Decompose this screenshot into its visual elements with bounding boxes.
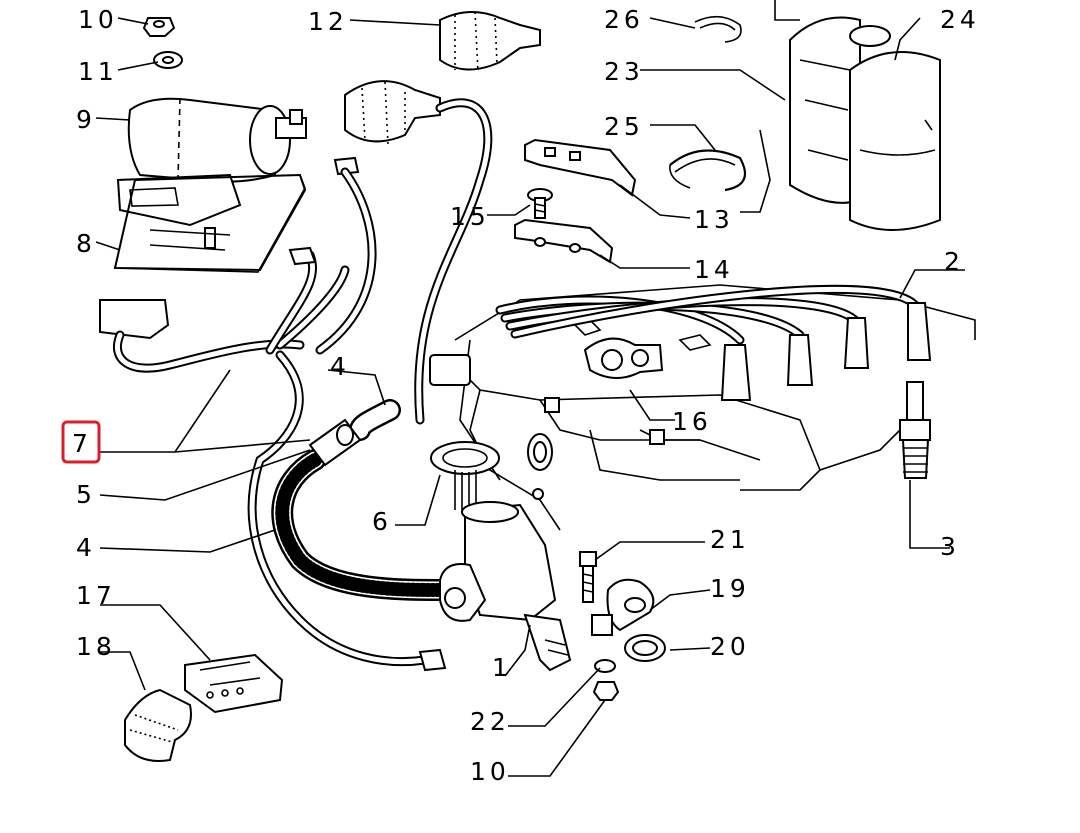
callout-24: 24: [940, 5, 980, 34]
nut-10b: [592, 681, 620, 701]
callout-4a: 4: [330, 352, 350, 381]
screw-15: [527, 188, 553, 219]
callout-10b: 10: [470, 757, 510, 786]
bracket-14: [514, 218, 614, 264]
engine-valve-cover: [454, 284, 976, 531]
callout-23: 23: [604, 57, 644, 86]
mounting-plate: [113, 173, 307, 273]
callout-6: 6: [372, 507, 392, 536]
callout-7: 7: [72, 429, 92, 458]
callout-10a: 10: [78, 5, 118, 34]
callout-20: 20: [710, 632, 750, 661]
rubber-boot-12: [439, 10, 541, 73]
callout-5: 5: [76, 480, 96, 509]
spark-plug: [899, 381, 931, 479]
seal-ring-20: [624, 634, 666, 662]
spring-clip-25: [669, 149, 747, 192]
clamp-19: [591, 578, 655, 636]
leader-lines: [95, 0, 965, 777]
callout-9: 9: [76, 105, 96, 134]
callout-7-highlight: [61, 420, 101, 464]
callout-1: 1: [492, 653, 512, 682]
vacuum-hose-4: [271, 399, 451, 601]
callout-2: 2: [944, 247, 964, 276]
grommet-6: [430, 441, 500, 512]
callout-3: 3: [940, 532, 960, 561]
callout-15: 15: [450, 202, 490, 231]
hose-fitting-5: [308, 418, 362, 467]
bolt-21: [579, 551, 597, 603]
callout-12: 12: [308, 7, 348, 36]
callout-labels: 10 11 9 8 12 26 24 23 25 13 15 14 2 16 3…: [61, 5, 980, 786]
rubber-boot-12b: [344, 80, 493, 425]
spring-clip-26: [694, 15, 742, 43]
callout-4b: 4: [76, 533, 96, 562]
callout-17: 17: [76, 581, 116, 610]
callout-11: 11: [78, 57, 118, 86]
distributor: [429, 354, 572, 672]
callout-18: 18: [76, 632, 116, 661]
callout-13: 13: [694, 205, 734, 234]
callout-21: 21: [710, 525, 750, 554]
nut-10: [142, 17, 176, 37]
ht-lead-set: [495, 284, 932, 401]
callout-19: 19: [710, 574, 750, 603]
callout-25: 25: [604, 112, 644, 141]
lead-clip: [583, 337, 664, 379]
callout-16: 16: [672, 407, 712, 436]
callout-8: 8: [76, 229, 96, 258]
callout-14: 14: [694, 255, 734, 284]
callout-22: 22: [470, 707, 510, 736]
boot-connector-18: [124, 688, 192, 762]
callout-26: 26: [604, 5, 644, 34]
wiring-harness-7: [99, 156, 447, 672]
connector-17: [184, 653, 284, 714]
ignition-coil: [116, 97, 307, 249]
cap-cover: [789, 16, 941, 231]
washer-11: [153, 51, 183, 69]
bracket-13: [524, 138, 637, 197]
